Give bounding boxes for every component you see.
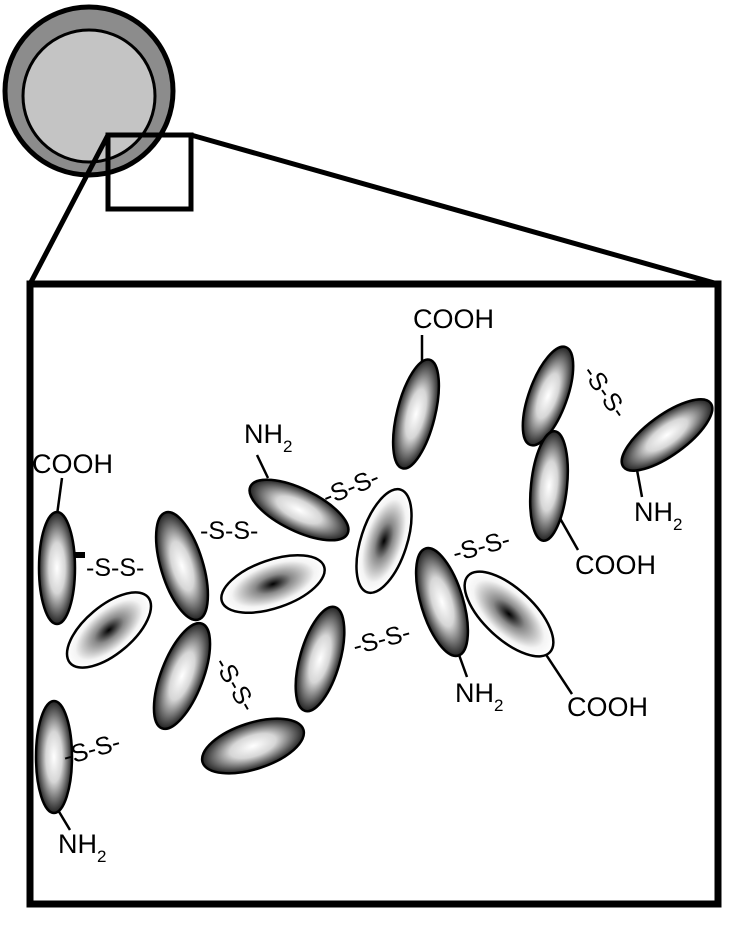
protein-units-dark bbox=[34, 345, 714, 815]
particle bbox=[2, 4, 176, 178]
protein-unit bbox=[294, 605, 346, 713]
protein-unit bbox=[37, 510, 77, 626]
protein-units-light bbox=[65, 487, 555, 669]
disulfide-bridge: -S-S- bbox=[577, 360, 633, 424]
protein-unit bbox=[391, 358, 441, 470]
protein-unit bbox=[152, 621, 212, 731]
cooh-label: COOH bbox=[567, 692, 648, 722]
amine-labels: NH2 NH2 NH2 NH2 bbox=[58, 419, 682, 866]
protein-unit bbox=[248, 478, 350, 542]
magnified-panel bbox=[26, 280, 722, 908]
protein-unit bbox=[220, 554, 326, 614]
carboxyl-labels: COOH COOH COOH COOH bbox=[32, 304, 656, 722]
protein-unit bbox=[355, 487, 413, 595]
disulfide-bridge: -S-S- bbox=[86, 554, 144, 582]
nh2-label: NH2 bbox=[58, 829, 106, 866]
cooh-label: COOH bbox=[32, 449, 113, 479]
disulfide-bridge: -S-S- bbox=[319, 463, 384, 511]
protein-unit bbox=[154, 510, 210, 622]
protein-unit bbox=[200, 717, 306, 775]
nh2-label: NH2 bbox=[455, 678, 503, 715]
cooh-label: COOH bbox=[413, 304, 494, 334]
zoom-line-left bbox=[27, 133, 111, 286]
disulfide-bridge: -S-S- bbox=[350, 618, 414, 660]
disulfide-bridge: -S-S- bbox=[450, 525, 514, 567]
protein-unit bbox=[620, 398, 714, 472]
disulfide-bridge: -S-S- bbox=[208, 652, 261, 717]
protein-unit bbox=[34, 699, 74, 815]
disulfide-bridge: -S-S- bbox=[200, 517, 258, 545]
nh2-label: NH2 bbox=[244, 419, 292, 456]
protein-unit bbox=[463, 570, 555, 658]
nh2-label: NH2 bbox=[634, 497, 682, 534]
protein-unit bbox=[65, 591, 153, 669]
particle-core bbox=[21, 28, 157, 164]
protein-unit bbox=[521, 345, 575, 447]
zoom-line-right bbox=[190, 132, 719, 287]
protein-unit bbox=[528, 430, 570, 542]
cooh-label: COOH bbox=[575, 550, 656, 580]
zoom-region-box bbox=[105, 132, 194, 212]
protein-unit bbox=[414, 546, 470, 658]
